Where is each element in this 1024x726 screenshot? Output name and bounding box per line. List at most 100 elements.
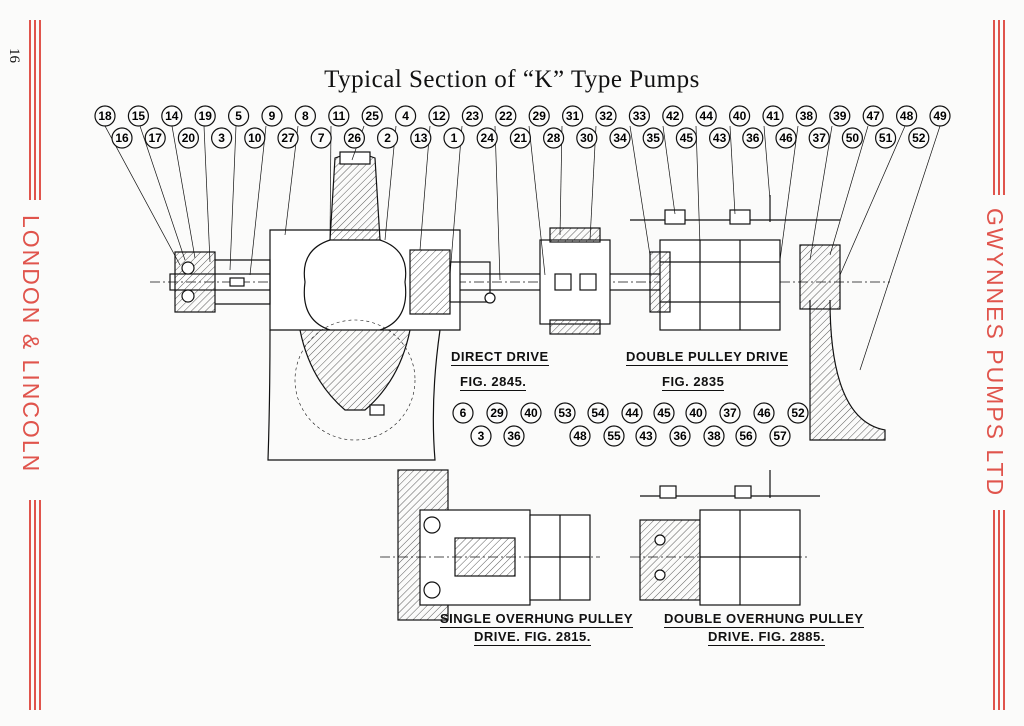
callout-42: 42 bbox=[662, 105, 684, 127]
callout-17: 17 bbox=[144, 127, 166, 149]
single-overhung-pulley bbox=[380, 469, 600, 621]
svg-text:52: 52 bbox=[791, 406, 805, 420]
svg-text:47: 47 bbox=[867, 109, 881, 123]
callout-54: 54 bbox=[587, 402, 609, 424]
svg-text:37: 37 bbox=[723, 406, 737, 420]
callout-5: 5 bbox=[228, 105, 250, 127]
svg-text:37: 37 bbox=[813, 131, 827, 145]
callout-29: 29 bbox=[528, 105, 550, 127]
svg-text:29: 29 bbox=[490, 406, 504, 420]
svg-text:44: 44 bbox=[625, 406, 639, 420]
callout-44: 44 bbox=[621, 402, 643, 424]
callout-22: 22 bbox=[495, 105, 517, 127]
callout-44: 44 bbox=[695, 105, 717, 127]
callout-15: 15 bbox=[127, 105, 149, 127]
callout-16: 16 bbox=[111, 127, 133, 149]
caption-single-overhung-fig: DRIVE. FIG. 2815. bbox=[474, 629, 591, 646]
callout-2: 2 bbox=[377, 127, 399, 149]
callout-40: 40 bbox=[728, 105, 751, 127]
caption-direct-drive: DIRECT DRIVE bbox=[451, 349, 549, 366]
svg-text:38: 38 bbox=[707, 429, 721, 443]
svg-text:2: 2 bbox=[384, 131, 391, 145]
svg-text:56: 56 bbox=[739, 429, 753, 443]
callout-46: 46 bbox=[753, 402, 775, 424]
svg-text:14: 14 bbox=[165, 109, 179, 123]
callout-29: 29 bbox=[486, 402, 508, 424]
callout-33: 33 bbox=[628, 105, 651, 127]
callout-18: 18 bbox=[94, 105, 116, 127]
svg-text:36: 36 bbox=[507, 429, 521, 443]
callout-3: 3 bbox=[470, 425, 492, 447]
svg-text:57: 57 bbox=[773, 429, 787, 443]
svg-text:3: 3 bbox=[218, 131, 225, 145]
callout-34: 34 bbox=[609, 127, 631, 149]
caption-double-overhung: DOUBLE OVERHUNG PULLEY bbox=[664, 611, 864, 628]
callout-28: 28 bbox=[542, 127, 565, 149]
callout-11: 11 bbox=[328, 105, 350, 127]
callout-23: 23 bbox=[461, 105, 483, 127]
callout-10: 10 bbox=[244, 127, 266, 149]
svg-text:36: 36 bbox=[673, 429, 687, 443]
svg-text:18: 18 bbox=[98, 109, 112, 123]
svg-text:24: 24 bbox=[481, 131, 495, 145]
svg-text:13: 13 bbox=[414, 131, 428, 145]
caption-single-overhung: SINGLE OVERHUNG PULLEY bbox=[440, 611, 634, 628]
callout-36: 36 bbox=[503, 425, 525, 447]
svg-text:6: 6 bbox=[460, 406, 467, 420]
svg-text:17: 17 bbox=[149, 131, 163, 145]
svg-text:32: 32 bbox=[599, 109, 613, 123]
svg-text:1: 1 bbox=[451, 131, 458, 145]
svg-text:25: 25 bbox=[366, 109, 380, 123]
callout-45: 45 bbox=[653, 402, 675, 424]
caption-direct-fig: FIG. 2845. bbox=[460, 374, 527, 391]
svg-text:45: 45 bbox=[657, 406, 671, 420]
svg-text:43: 43 bbox=[713, 131, 727, 145]
callout-43: 43 bbox=[635, 425, 657, 447]
coupling bbox=[539, 227, 611, 335]
callout-49: 49 bbox=[929, 105, 951, 127]
callout-37: 37 bbox=[719, 402, 741, 424]
svg-text:23: 23 bbox=[466, 109, 480, 123]
svg-text:49: 49 bbox=[933, 109, 947, 123]
svg-text:16: 16 bbox=[115, 131, 129, 145]
callout-6: 6 bbox=[452, 402, 474, 424]
svg-text:22: 22 bbox=[499, 109, 513, 123]
callout-40: 40 bbox=[520, 402, 542, 424]
callout-39: 39 bbox=[829, 105, 851, 127]
callout-48: 48 bbox=[569, 425, 591, 447]
callout-43: 43 bbox=[708, 127, 731, 149]
svg-text:54: 54 bbox=[591, 406, 605, 420]
svg-text:33: 33 bbox=[633, 109, 647, 123]
svg-text:10: 10 bbox=[248, 131, 262, 145]
callout-14: 14 bbox=[161, 105, 183, 127]
svg-text:12: 12 bbox=[432, 109, 446, 123]
svg-text:40: 40 bbox=[524, 406, 538, 420]
caption-double-pulley-fig: FIG. 2835 bbox=[662, 374, 725, 391]
svg-text:4: 4 bbox=[402, 109, 409, 123]
svg-text:50: 50 bbox=[846, 131, 860, 145]
callout-1: 1 bbox=[443, 127, 465, 149]
svg-text:20: 20 bbox=[182, 131, 196, 145]
callout-57: 57 bbox=[769, 425, 791, 447]
callout-20: 20 bbox=[177, 127, 199, 149]
svg-text:35: 35 bbox=[647, 131, 661, 145]
svg-text:36: 36 bbox=[746, 131, 760, 145]
svg-text:5: 5 bbox=[235, 109, 242, 123]
svg-text:7: 7 bbox=[318, 131, 325, 145]
svg-text:39: 39 bbox=[833, 109, 847, 123]
double-overhung-pulley bbox=[630, 470, 820, 606]
callout-47: 47 bbox=[862, 105, 884, 127]
svg-text:41: 41 bbox=[766, 109, 780, 123]
callout-19: 19 bbox=[194, 105, 216, 127]
svg-text:43: 43 bbox=[639, 429, 653, 443]
svg-text:53: 53 bbox=[558, 406, 572, 420]
callout-45: 45 bbox=[675, 127, 698, 149]
svg-text:48: 48 bbox=[573, 429, 587, 443]
callout-24: 24 bbox=[476, 127, 498, 149]
svg-text:21: 21 bbox=[514, 131, 528, 145]
callout-27: 27 bbox=[277, 127, 299, 149]
svg-text:46: 46 bbox=[757, 406, 771, 420]
callout-7: 7 bbox=[310, 127, 332, 149]
svg-text:34: 34 bbox=[613, 131, 627, 145]
svg-text:29: 29 bbox=[533, 109, 547, 123]
